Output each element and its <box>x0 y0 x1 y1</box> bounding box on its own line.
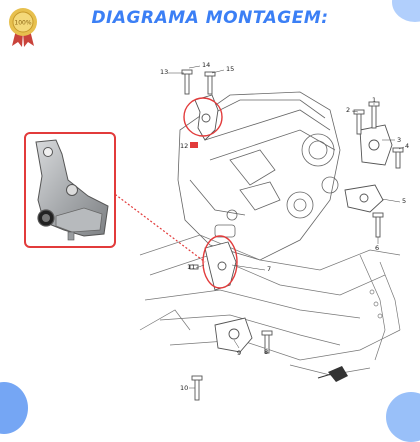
callout-7: 7 <box>267 265 272 273</box>
callout-5: 5 <box>402 197 407 205</box>
callout-15: 15 <box>226 65 235 73</box>
seal-text: 100% <box>14 20 31 27</box>
highlight-marker <box>190 142 198 148</box>
callout-1: 1 <box>372 96 377 104</box>
callout-14: 14 <box>202 61 211 69</box>
vehicle-subframe <box>139 234 401 376</box>
callout-12: 12 <box>180 142 189 150</box>
rear-mount <box>214 317 253 353</box>
direction-arrow-icon <box>317 366 348 382</box>
right-mount-assembly <box>344 124 393 213</box>
callout-9: 9 <box>237 349 242 357</box>
callout-4: 4 <box>405 142 410 150</box>
bolts <box>181 69 404 401</box>
quality-seal-icon: 100% <box>9 8 37 47</box>
callout-6: 6 <box>375 244 380 252</box>
callout-3: 3 <box>397 136 402 144</box>
lower-bracket <box>204 241 237 291</box>
callout-10: 10 <box>180 384 189 392</box>
lower-bracket-highlight <box>202 235 238 289</box>
callout-13: 13 <box>160 68 169 76</box>
bracket-detail-illustration <box>35 139 109 241</box>
engine-mount-diagram <box>111 65 405 401</box>
callout-11: 11 <box>187 263 196 271</box>
callout-2: 2 <box>346 106 351 114</box>
leader-lines <box>168 65 405 389</box>
corner-decoration-top-right <box>392 0 420 22</box>
callout-8: 8 <box>264 348 269 356</box>
bracket-detail-inset <box>24 132 116 248</box>
detail-connector-line <box>111 191 206 263</box>
page-title: DIAGRAMA MONTAGEM: <box>91 8 329 28</box>
upper-bracket-highlight <box>183 97 223 137</box>
